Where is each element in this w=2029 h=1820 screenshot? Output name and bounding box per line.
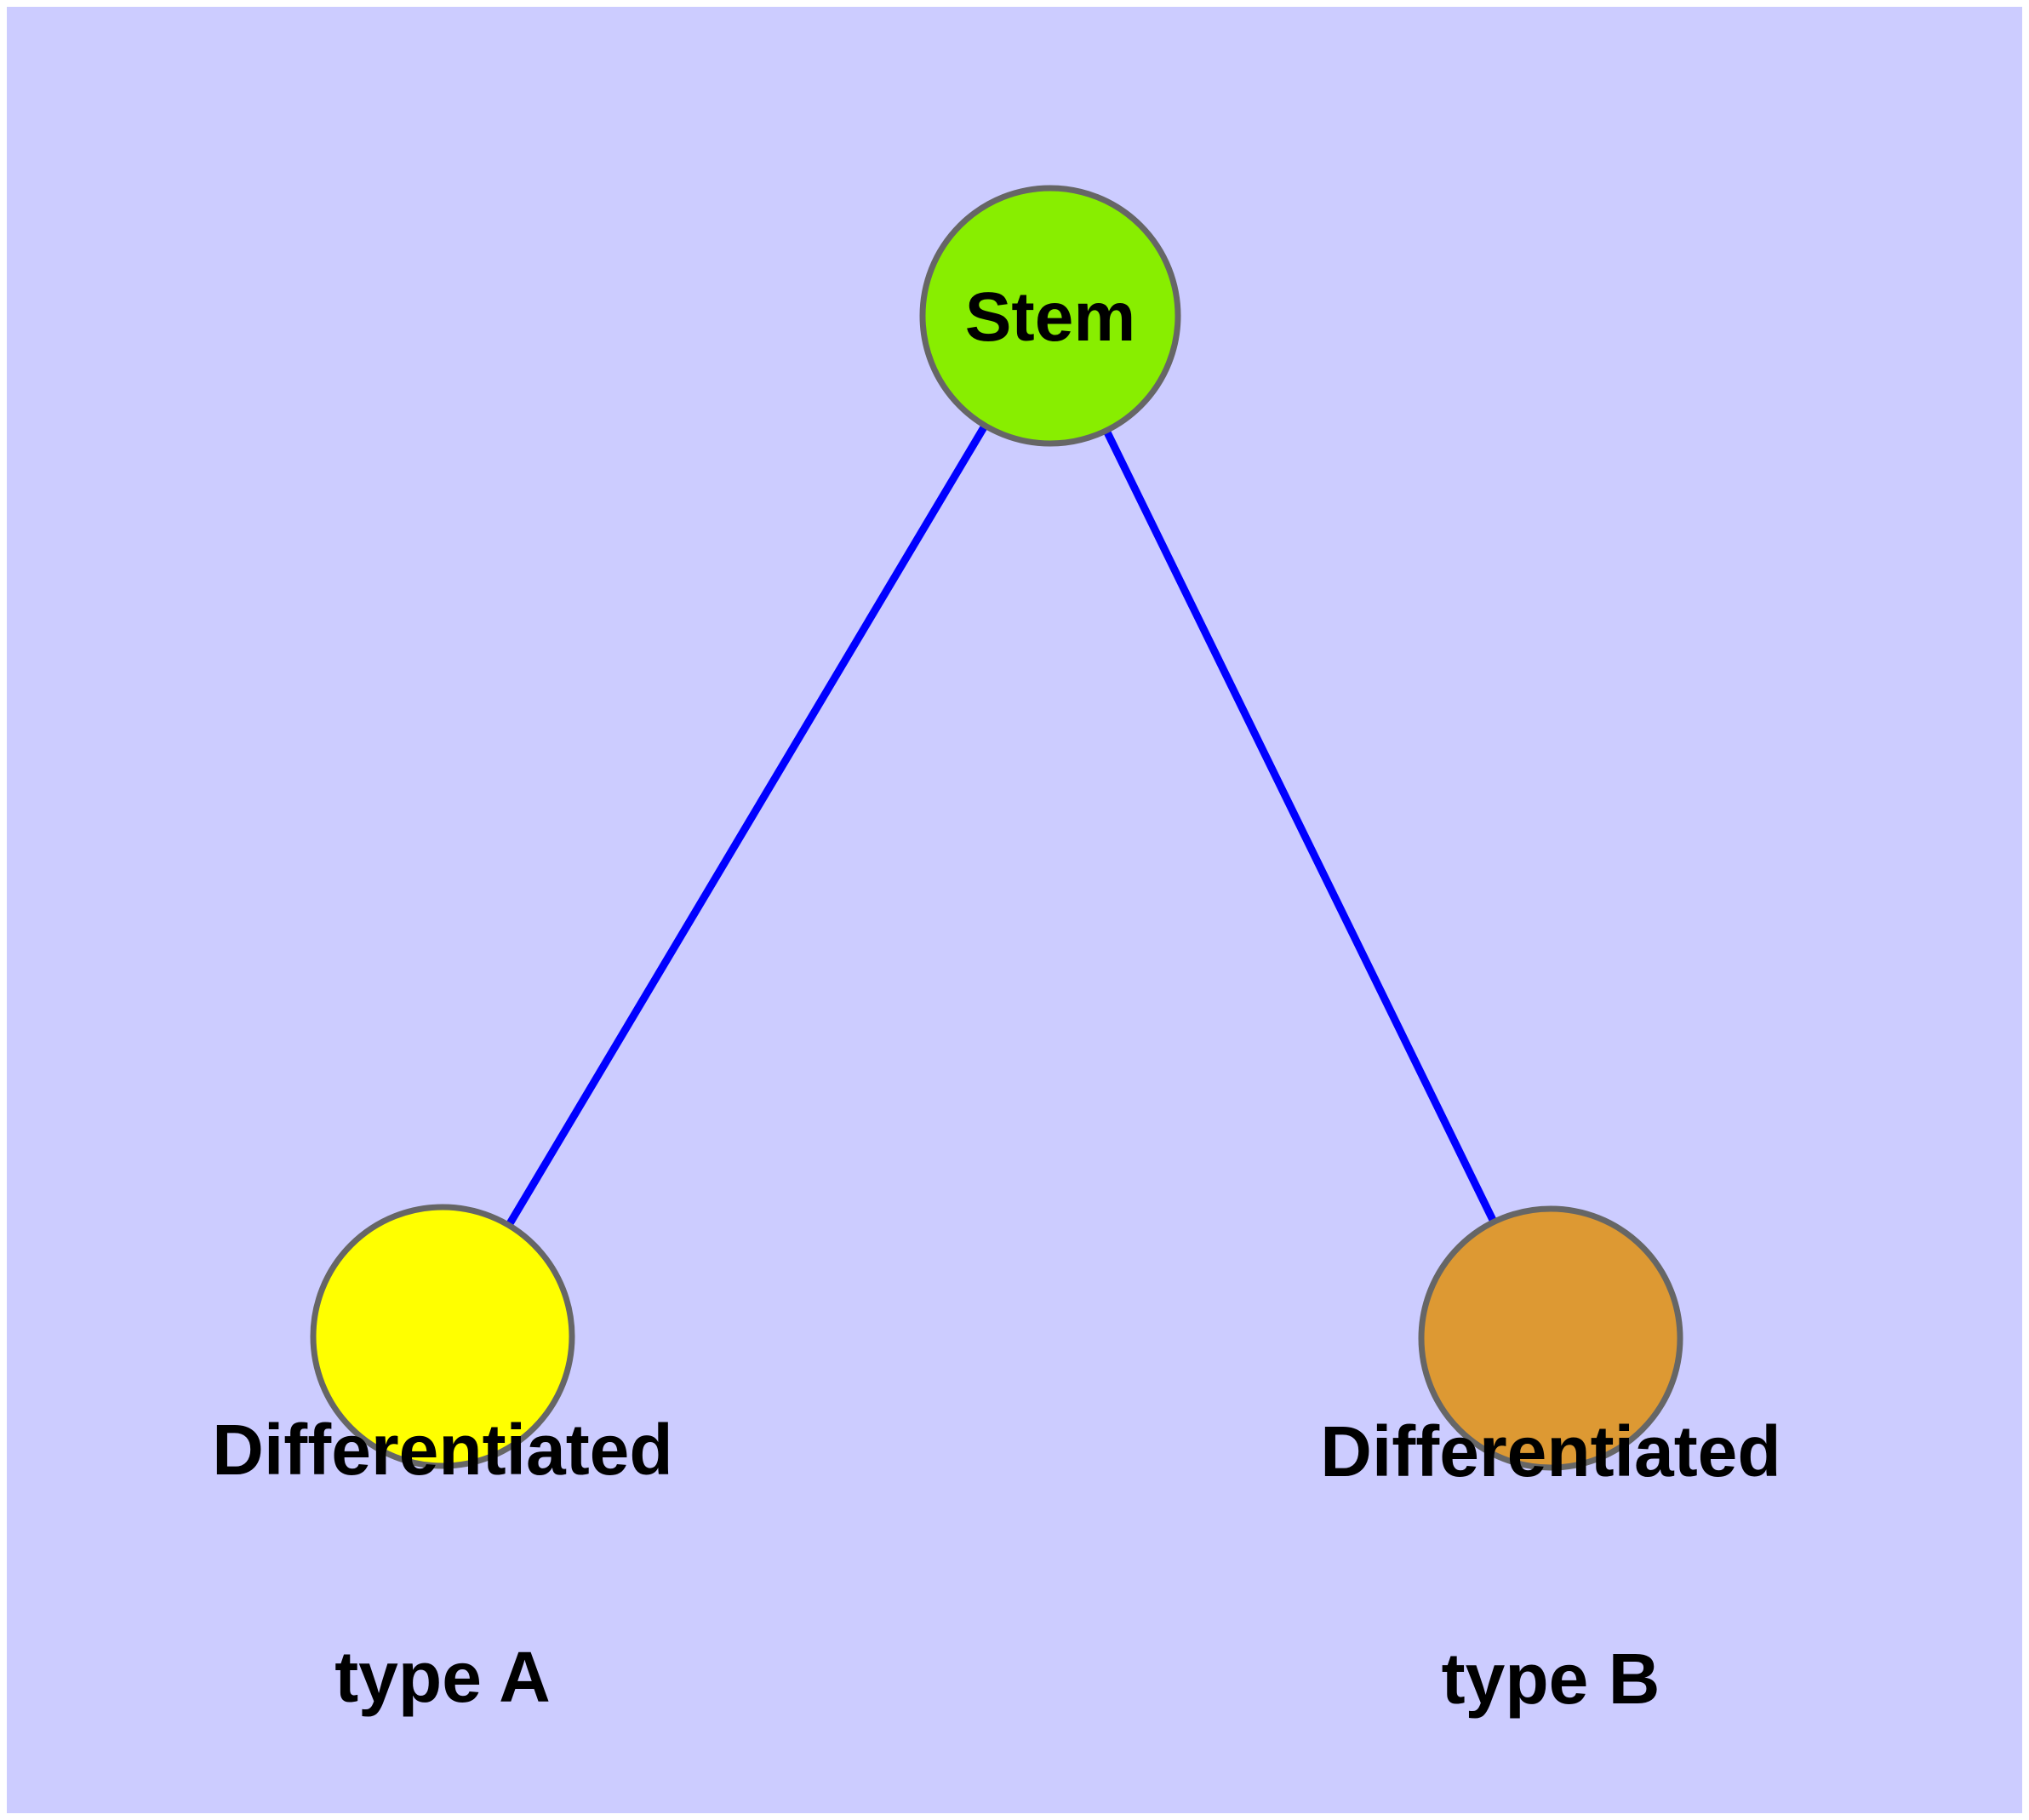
edge-stem-to-diff-a bbox=[439, 313, 1054, 1339]
edge-layer bbox=[439, 313, 1555, 1340]
node-stem[interactable] bbox=[919, 185, 1181, 447]
node-layer bbox=[310, 185, 1683, 1471]
node-diff-a[interactable] bbox=[310, 1204, 575, 1469]
edge-stem-to-diff-b bbox=[1046, 314, 1555, 1340]
node-diff-b[interactable] bbox=[1418, 1205, 1683, 1471]
